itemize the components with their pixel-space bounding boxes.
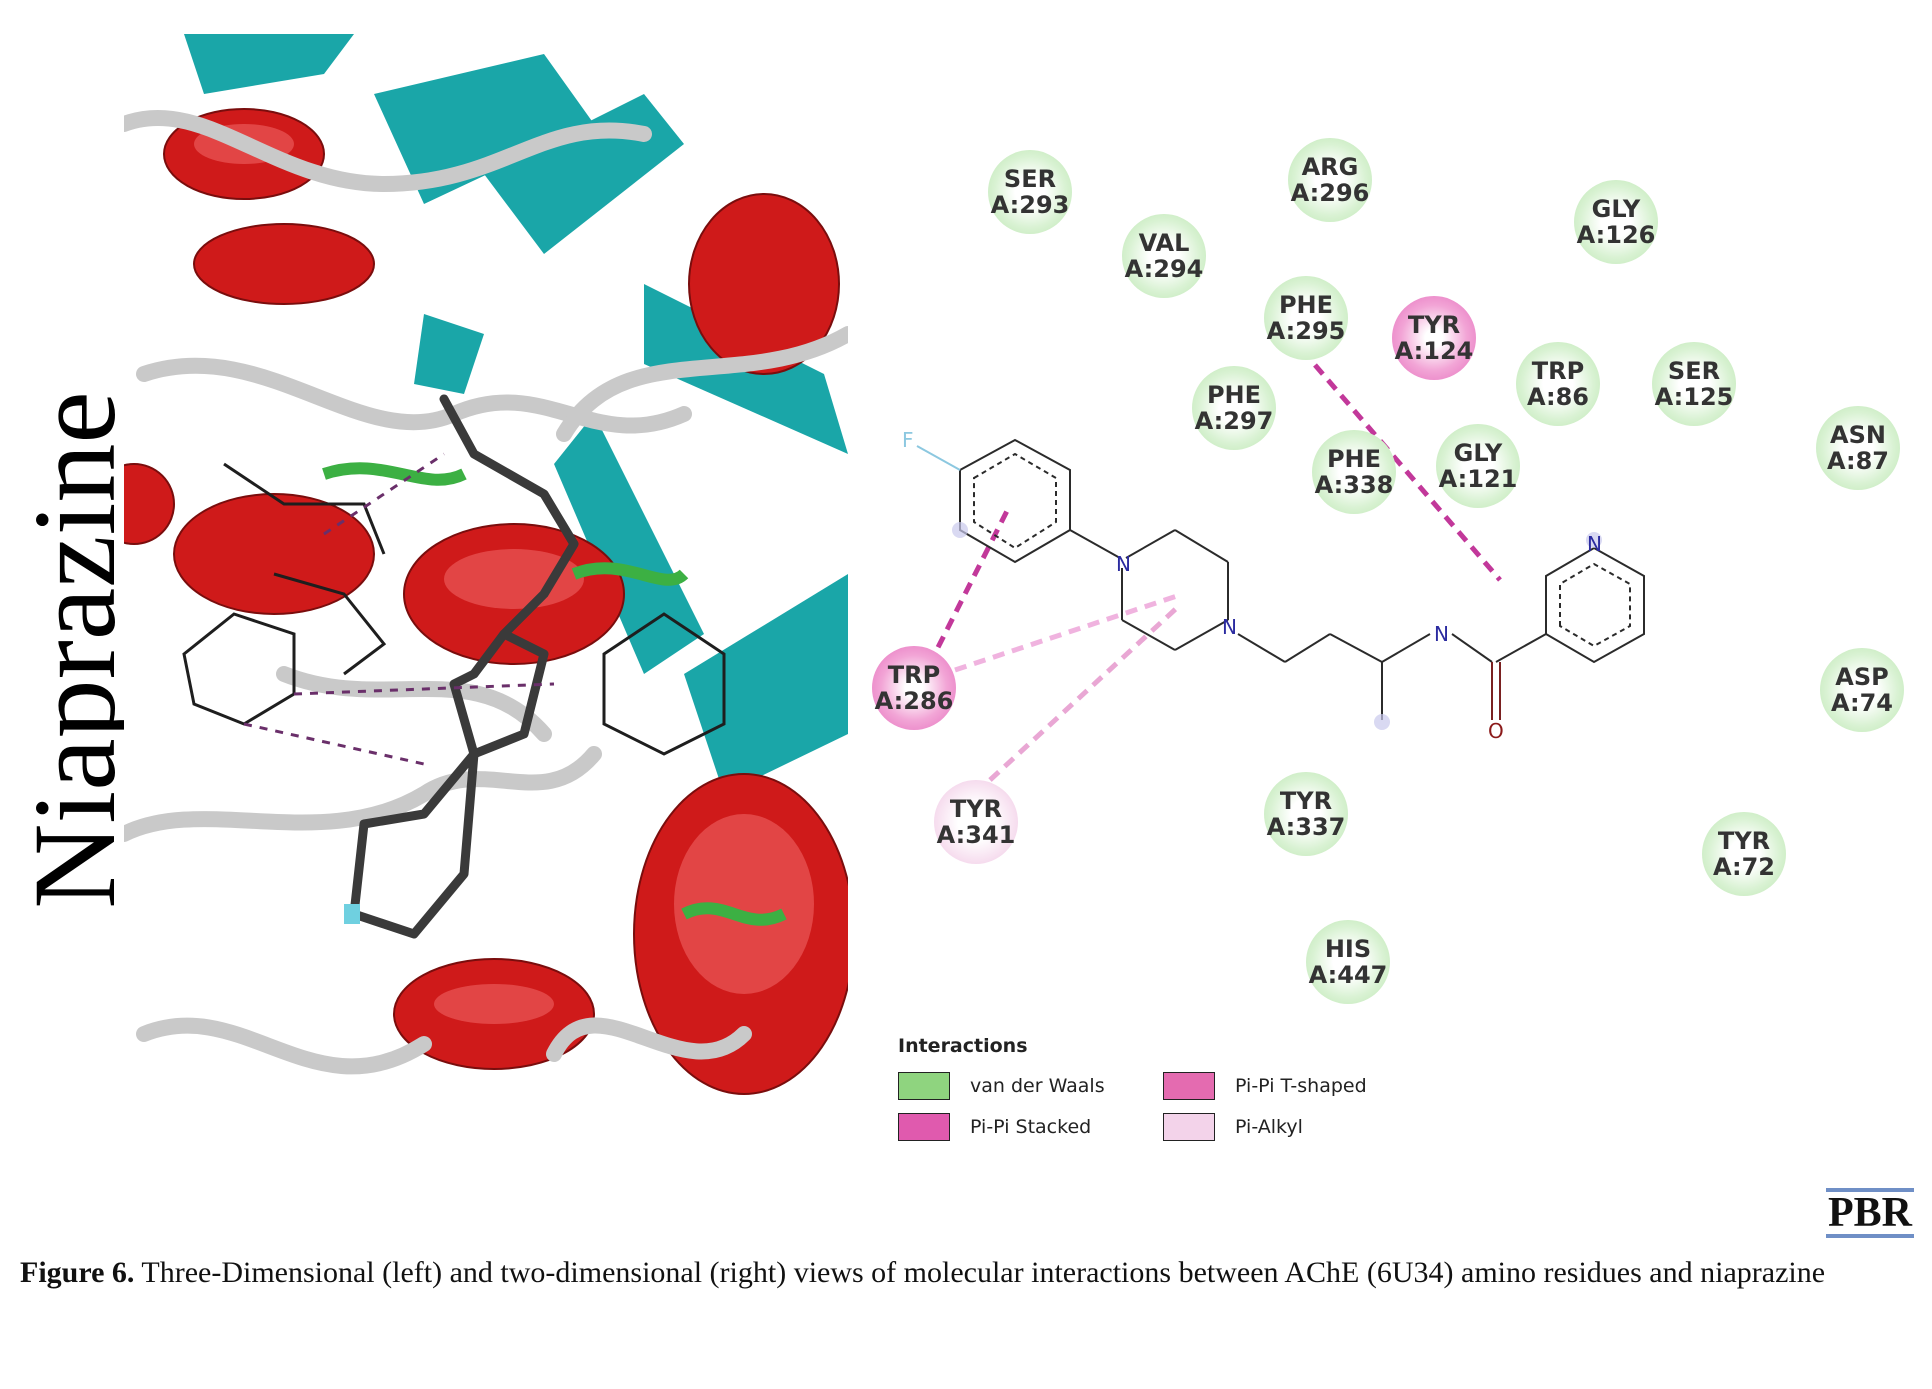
side-title-text: Niaprazine: [9, 391, 140, 909]
journal-logo: PBR: [1826, 1188, 1914, 1238]
protein-3d-ribbon: [124, 34, 848, 1164]
figure-caption: Figure 6. Three-Dimensional (left) and t…: [20, 1250, 1915, 1296]
atom-nitrogen-2: N: [1222, 615, 1237, 639]
atom-fluorine: F: [902, 428, 914, 452]
atom-oxygen: O: [1488, 719, 1504, 743]
legend-title: Interactions: [898, 1035, 1028, 1057]
side-title: Niaprazine: [9, 390, 140, 910]
atom-nitrogen-4: N: [1587, 532, 1602, 556]
caption-text: Three-Dimensional (left) and two-dimensi…: [134, 1256, 1826, 1289]
legend-swatch: [898, 1113, 950, 1141]
caption-label: Figure 6.: [20, 1256, 135, 1289]
protein-3d-view: [124, 34, 848, 1164]
interaction-line-tyr124-pyridine: [1313, 363, 1502, 582]
legend-item-pi-alkyl: Pi-Alkyl: [1163, 1113, 1303, 1141]
interaction-line-trp286-piperazine: [954, 592, 1181, 673]
legend-item-pi-pi-stacked: Pi-Pi Stacked: [898, 1113, 1091, 1141]
atom-nitrogen-3: N: [1434, 622, 1449, 646]
legend-swatch: [1163, 1072, 1215, 1100]
legend-swatch: [898, 1072, 950, 1100]
legend-item-pi-pi-t-shaped: Pi-Pi T-shaped: [1163, 1072, 1367, 1100]
legend-swatch: [1163, 1113, 1215, 1141]
ligand-structure: F N N N N O: [902, 363, 1645, 782]
interaction-line-tyr341-piperazine: [988, 603, 1182, 782]
atom-nitrogen-1: N: [1116, 552, 1131, 576]
legend-item-vdw: van der Waals: [898, 1072, 1105, 1100]
